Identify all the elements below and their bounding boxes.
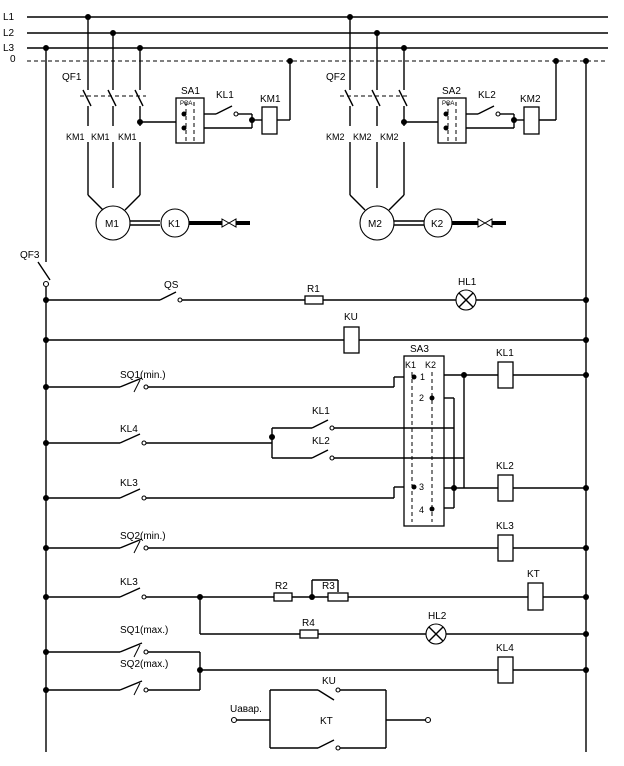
sq1max-label: SQ1(max.) [120,625,168,636]
r4-label: R4 [302,618,315,629]
kl1-alt-label: KL1 [312,406,330,417]
km1-contact-c: KM1 [118,132,137,142]
sa3-pos-2: 2 [419,393,424,403]
sa3-pos-3: 3 [419,482,424,492]
motor-section-1: QF1 SA1 РОА KL1 KM1 KM1 KM1 KM1 M1 K1 [62,17,291,241]
sa3-pos-1: 1 [420,372,425,382]
kl2-alt-label: KL2 [312,436,330,447]
alarm-label: Uавар. [230,704,262,715]
sa3-label: SA3 [410,344,429,355]
kl2-contact-top-label: KL2 [478,90,496,101]
kl1-coil-label: KL1 [496,348,514,359]
km1-coil-label: KM1 [260,94,281,105]
kt-coil-label: KT [527,569,540,580]
bus-label-l1: L1 [3,12,15,23]
sq2min-label: SQ2(min.) [120,531,166,542]
bus-label-l3: L3 [3,43,15,54]
ku-alarm-label: KU [322,676,336,687]
bus-label-l2: L2 [3,28,15,39]
control-circuit: QF3 QS R1 HL1 KU SA3 K1 K2 1 2 3 [20,48,589,752]
km1-contact-b: KM1 [91,132,110,142]
hl1-label: HL1 [458,277,477,288]
m2-label: M2 [368,219,382,230]
hl2-label: HL2 [428,611,447,622]
km1-contact-a: KM1 [66,132,85,142]
sa2-label: SA2 [442,86,461,97]
m1-label: M1 [105,219,119,230]
kl3-coil-label: KL3 [496,521,514,532]
km2-contact-a: KM2 [326,132,345,142]
motor-section-2: QF2 SA2 РОА KL2 KM2 KM2 KM2 KM2 M2 K2 [326,17,557,241]
r3-label: R3 [322,581,335,592]
ku-coil-label: KU [344,312,358,323]
qf3-label: QF3 [20,250,40,261]
kl4-contact-label: KL4 [120,424,138,435]
km2-coil-label: KM2 [520,94,541,105]
r2-label: R2 [275,581,288,592]
k2-label: K2 [431,219,444,230]
kt-alarm-label: KT [320,716,333,727]
kl3-contact-label: KL3 [120,478,138,489]
kl3-kt-contact-label: KL3 [120,577,138,588]
sa1-label: SA1 [181,86,200,97]
kl4-coil-label: KL4 [496,643,514,654]
km2-contact-b: KM2 [353,132,372,142]
sa3-pos-4: 4 [419,505,424,515]
qf1-label: QF1 [62,72,82,83]
km2-contact-c: KM2 [380,132,399,142]
power-buses: L1 L2 L3 0 [3,12,608,65]
kl1-contact-top-label: KL1 [216,90,234,101]
qs-label: QS [164,280,179,291]
kl2-coil-label: KL2 [496,461,514,472]
sa3-col-k1: K1 [405,360,416,370]
sq2max-label: SQ2(max.) [120,659,168,670]
qf2-label: QF2 [326,72,346,83]
r1-label: R1 [307,284,320,295]
sq1min-label: SQ1(min.) [120,370,166,381]
sa3-col-k2: K2 [425,360,436,370]
k1-label: K1 [168,219,181,230]
bus-label-0: 0 [10,54,16,65]
